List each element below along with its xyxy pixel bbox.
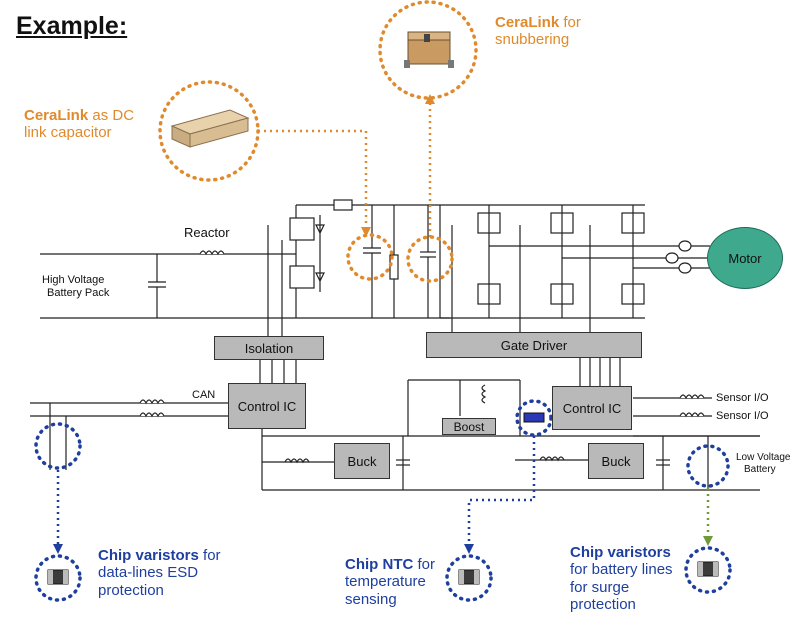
reactor-label: Reactor: [184, 225, 230, 240]
varistor-data-callout: Chip varistors for data-lines ESD protec…: [98, 547, 221, 599]
chip-varistor-image-left: [47, 569, 69, 585]
hv-battery-label-2: Battery Pack: [47, 287, 110, 299]
sensor-io-label-1: Sensor I/O: [716, 392, 769, 404]
varistor-batt-callout: Chip varistors for battery lines for sur…: [570, 544, 673, 613]
callout-bold: Chip varistors: [570, 544, 671, 561]
callout-text: as DC: [88, 107, 135, 124]
callout-text: for battery lines: [570, 561, 673, 579]
isolation-block: Isolation: [214, 336, 324, 360]
ntc-element: [523, 412, 545, 423]
buck-right-block: Buck: [588, 443, 644, 479]
callout-bold: Chip NTC: [345, 556, 414, 573]
callout-text: for: [413, 556, 436, 573]
chip-ntc-image: [458, 569, 480, 585]
can-label: CAN: [192, 389, 216, 401]
callout-text: protection: [98, 581, 164, 599]
boost-block: Boost: [442, 418, 496, 435]
chip-varistor-image-right: [697, 561, 719, 577]
callout-text: snubbering: [495, 31, 570, 49]
callout-bold: CeraLink: [24, 107, 89, 124]
control-ic-left-block: Control IC: [228, 383, 306, 429]
callout-text: for: [198, 547, 221, 564]
lv-battery-label-2: Battery: [744, 464, 776, 475]
callout-bold: Chip varistors: [98, 547, 199, 564]
gate-driver-block: Gate Driver: [426, 332, 642, 358]
ceralink-snub-callout: CeraLink for snubbering: [495, 14, 581, 49]
control-ic-right-block: Control IC: [552, 386, 632, 430]
callout-text: temperature: [345, 573, 426, 591]
callout-text: link capacitor: [24, 124, 112, 142]
motor: Motor: [707, 227, 783, 289]
callout-text: data-lines ESD: [98, 564, 199, 582]
callout-bold: CeraLink: [495, 14, 560, 31]
hv-battery-label-1: High Voltage: [42, 274, 105, 286]
ntc-callout: Chip NTC for temperature sensing: [345, 556, 435, 608]
ceralink-dc-callout: CeraLink as DC link capacitor: [24, 107, 134, 142]
ceralink-snub-image: [404, 31, 454, 68]
sensor-io-label-2: Sensor I/O: [716, 410, 769, 422]
lv-battery-label-1: Low Voltage: [736, 452, 791, 463]
callout-text: for: [559, 14, 581, 31]
ceralink-dc-image: [170, 109, 250, 148]
callout-text: for surge: [570, 578, 630, 596]
buck-left-block: Buck: [334, 443, 390, 479]
callout-text: protection: [570, 595, 636, 613]
callout-text: sensing: [345, 590, 397, 608]
page-title: Example:: [16, 12, 128, 40]
